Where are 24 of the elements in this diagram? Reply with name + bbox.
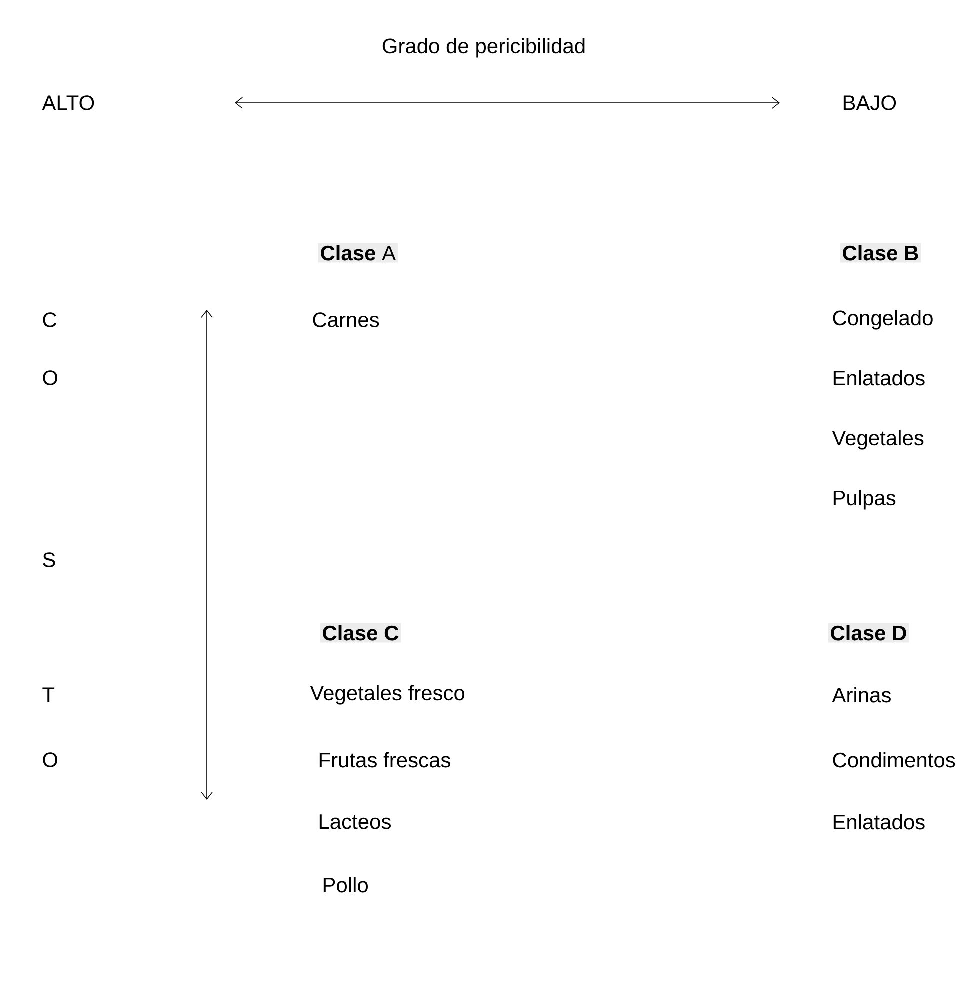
item-label: Pollo: [324, 877, 368, 893]
scale-label: ALTO: [42, 96, 94, 110]
class-heading: Clase A: [318, 243, 398, 263]
axis-letter: C: [43, 312, 57, 328]
axis-letter: O: [43, 370, 58, 386]
class-heading: Clase D: [828, 623, 910, 643]
item-label: Carnes: [313, 312, 380, 328]
item-label: Pulpas: [834, 490, 896, 510]
item-label: Condimentos: [833, 752, 956, 768]
item-label: Lacteos: [320, 814, 391, 830]
item-label: Vegetales fresco: [310, 685, 465, 705]
axis-letter: S: [43, 552, 56, 568]
item-label: Enlatados: [834, 370, 925, 386]
class-heading: Clase B: [840, 243, 922, 263]
item-label: Congelado: [833, 310, 933, 330]
item-label: Frutas frescas: [320, 752, 450, 768]
item-label: Enlatados: [834, 814, 925, 830]
axis-letter: O: [43, 752, 58, 768]
class-heading: Clase C: [320, 623, 402, 643]
item-label: Arinas: [832, 687, 891, 703]
title: Grado de pericibilidad: [382, 38, 585, 58]
axis-letter: T: [42, 688, 55, 702]
scale-label: BAJO: [844, 96, 896, 110]
item-label: Vegetales: [832, 430, 924, 450]
